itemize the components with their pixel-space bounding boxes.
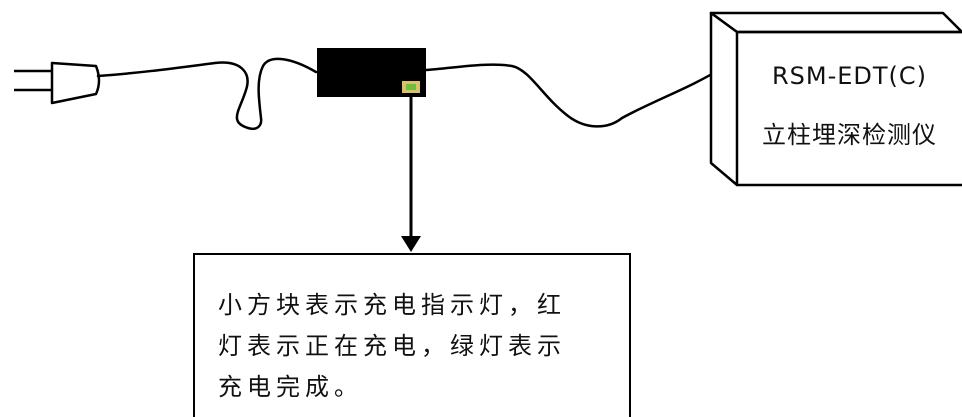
- cable-plug-to-charger: [96, 57, 318, 130]
- device-name-label: 立柱埋深检测仪: [762, 121, 937, 149]
- device-box-top: [709, 11, 962, 34]
- note-box: 小方块表示充电指示灯，红 灯表示正在充电，绿灯表示 充电完成。: [193, 253, 631, 417]
- indicator-led: [406, 84, 416, 90]
- pointer-arrow-icon: [401, 93, 421, 252]
- power-plug-icon: [14, 61, 101, 105]
- arrow-head: [401, 236, 421, 252]
- cable-charger-to-device: [424, 63, 724, 128]
- plug-body: [50, 61, 101, 105]
- device-box: [709, 11, 962, 187]
- device-model-label: RSM-EDT(C): [771, 62, 928, 90]
- charging-indicator-icon: [402, 81, 420, 93]
- note-text: 小方块表示充电指示灯，红 灯表示正在充电，绿灯表示 充电完成。: [218, 291, 566, 401]
- device-box-side: [709, 11, 739, 187]
